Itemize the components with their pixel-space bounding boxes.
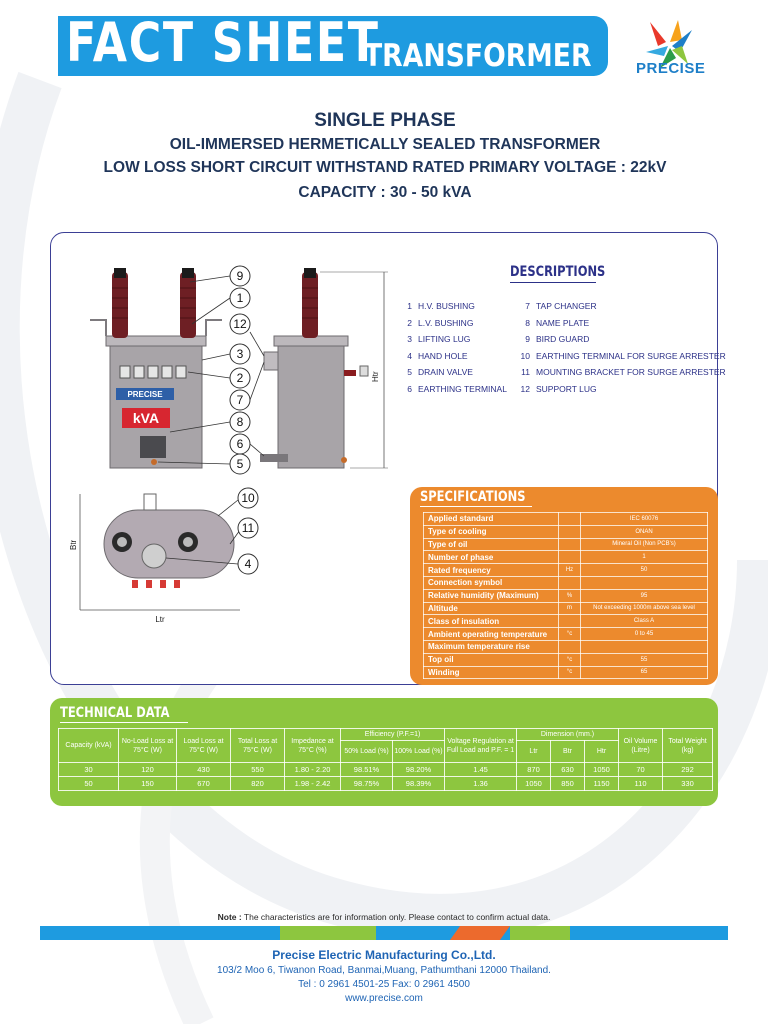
footer-stripe — [40, 926, 728, 940]
header-btr: Btr — [550, 740, 586, 763]
title-block: SINGLE PHASE OIL-IMMERSED HERMETICALLY S… — [40, 108, 730, 206]
callout-9: 9 — [237, 269, 244, 283]
side-view: Htr — [260, 268, 388, 469]
callout-7: 7 — [237, 393, 244, 407]
spec-row: Relative humidity (Maximum)%95 — [423, 588, 708, 603]
specifications-underline — [420, 506, 532, 507]
specifications-title: SPECIFICATIONS — [420, 489, 526, 505]
dim-ltr: Ltr — [155, 615, 165, 624]
header-dimension: Dimension (mm.) — [516, 728, 620, 741]
header-oil-volume: Oil Volume (Litre) — [618, 728, 664, 763]
transformer-drawing: PRECISE kVA Htr Btr Ltr — [69, 265, 388, 624]
title-capacity: CAPACITY : 30 - 50 kVA — [298, 184, 472, 201]
dim-btr: Btr — [69, 539, 78, 550]
precise-star-icon — [646, 20, 692, 68]
callout-8: 8 — [237, 415, 244, 429]
header-no-load: No-Load Loss at 75°C (W) — [118, 728, 177, 763]
callout-2: 2 — [237, 371, 244, 385]
title-type: OIL-IMMERSED HERMETICALLY SEALED TRANSFO… — [169, 136, 601, 153]
header-total-weight: Total Weight (kg) — [662, 728, 714, 763]
company-name: Precise Electric Manufacturing Co.,Ltd. — [272, 948, 496, 962]
company-website[interactable]: www.precise.com — [345, 993, 423, 1004]
header-ltr: Ltr — [516, 740, 552, 763]
header-regulation: Voltage Regulation at Full Load and P.F.… — [444, 728, 518, 763]
callout-3: 3 — [237, 347, 244, 361]
company-address: 103/2 Moo 6, Tiwanon Road, Banmai,Muang,… — [217, 965, 551, 976]
descriptions-underline — [510, 282, 596, 283]
callout-4: 4 — [245, 557, 252, 571]
header-impedance: Impedance at 75°C (%) — [284, 728, 341, 763]
header-efficiency: Efficiency (P.F.=1) — [339, 728, 446, 741]
technical-data-title: TECHNICAL DATA — [60, 705, 170, 721]
footer: Precise Electric Manufacturing Co.,Ltd. … — [40, 946, 728, 1006]
technical-data-underline — [60, 722, 188, 723]
front-view: PRECISE kVA — [90, 268, 222, 469]
company-phone: Tel : 0 2961 4501-25 Fax: 0 2961 4500 — [298, 979, 470, 990]
spec-row: Maximum temperature rise — [423, 639, 708, 654]
descriptions-title: DESCRIPTIONS — [510, 264, 606, 280]
fact-sheet-title: FACT SHEET — [66, 11, 380, 74]
header-bar — [40, 16, 608, 76]
top-view: Btr Ltr — [69, 493, 240, 624]
plate-kva: kVA — [133, 410, 159, 426]
title-voltage: LOW LOSS SHORT CIRCUIT WITHSTAND RATED P… — [103, 159, 667, 176]
note-text: The characteristics are for information … — [241, 912, 551, 922]
header-accent — [40, 16, 58, 76]
dim-htr: Htr — [371, 371, 380, 382]
header-capacity: Capacity (kVA) — [58, 728, 119, 763]
fact-sheet-subtitle: TRANSFORMER — [364, 38, 592, 74]
spec-row: Connection symbol — [423, 575, 708, 590]
technical-data-table: Capacity (kVA) No-Load Loss at 75°C (W) … — [58, 728, 714, 791]
callout-11: 11 — [242, 521, 255, 535]
logo-text: PRECISE — [636, 60, 706, 77]
callout-1: 1 — [237, 291, 244, 305]
note-label: Note : — [217, 912, 242, 922]
callout-5: 5 — [237, 457, 244, 471]
header-total-loss: Total Loss at 75°C (W) — [230, 728, 285, 763]
title-phase: SINGLE PHASE — [314, 110, 456, 131]
header-eff-100: 100% Load (%) — [391, 740, 446, 763]
callouts: 9 1 12 3 2 7 8 6 5 10 11 4 — [229, 265, 259, 575]
callout-10: 10 — [241, 491, 255, 505]
header-eff-50: 50% Load (%) — [340, 740, 393, 763]
header-load-loss: Load Loss at 75°C (W) — [176, 728, 231, 763]
header-htr: Htr — [584, 740, 620, 763]
plate-brand: PRECISE — [127, 390, 163, 399]
note: Note : The characteristics are for infor… — [0, 912, 768, 922]
callout-6: 6 — [237, 437, 244, 451]
callout-12: 12 — [233, 317, 247, 331]
